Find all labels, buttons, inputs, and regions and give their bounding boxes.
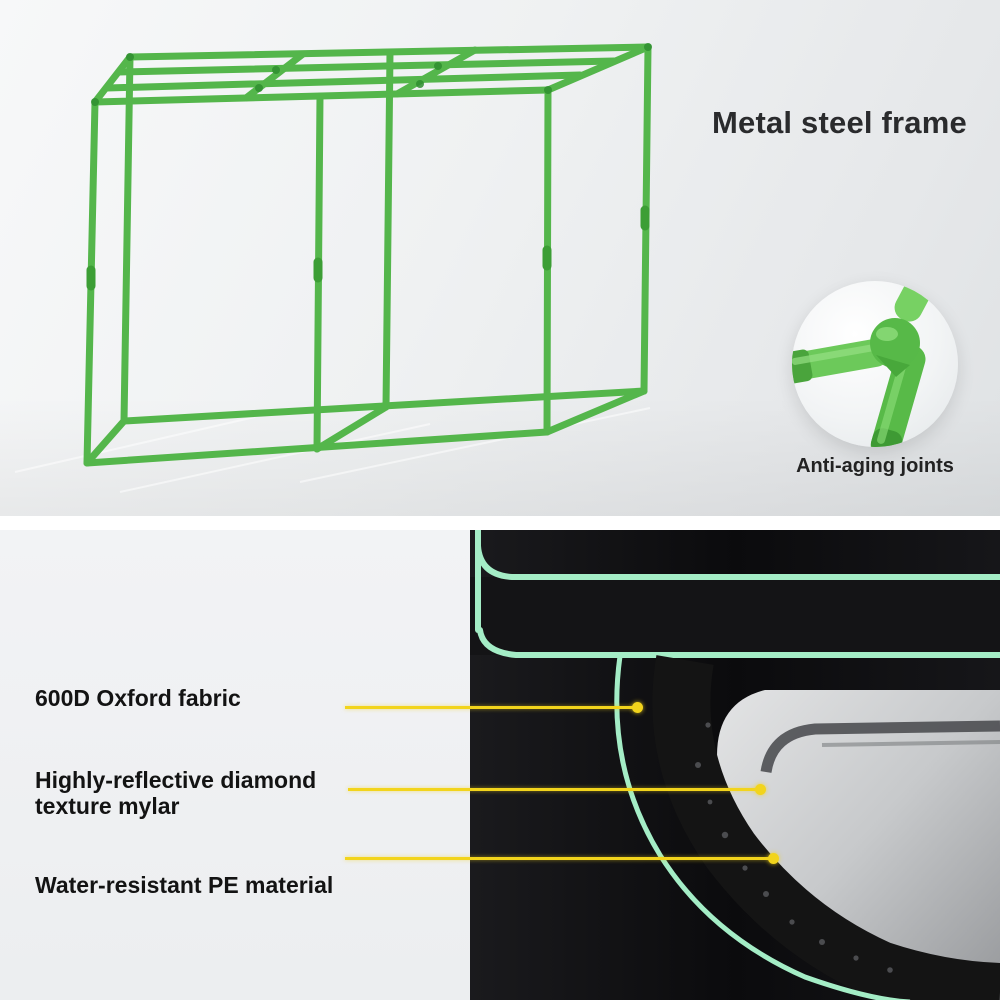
feature-label-oxford-fabric: 600D Oxford fabric	[35, 685, 241, 711]
metal-frame-illustration	[83, 43, 652, 467]
top-panel: Metal steel frame	[0, 0, 1000, 516]
leader-line-pe	[345, 853, 779, 864]
leader-line-mylar	[348, 784, 766, 795]
leader-dot-icon	[632, 702, 643, 713]
fabric-layers-photo	[470, 530, 1000, 1000]
joint-inset-photo	[792, 281, 958, 447]
feature-label-pe-material: Water-resistant PE material	[35, 872, 334, 898]
joint-connector-icon	[792, 281, 945, 447]
leader-line-oxford	[345, 702, 643, 713]
panel-divider	[0, 516, 1000, 530]
leader-dot-icon	[755, 784, 766, 795]
metal-frame-title: Metal steel frame	[712, 105, 967, 140]
bottom-panel: 600D Oxford fabric Highly-reflective dia…	[0, 530, 1000, 1000]
joint-inset-caption: Anti-aging joints	[796, 455, 954, 477]
feature-label-mylar: Highly-reflective diamond texture mylar	[35, 767, 317, 819]
leader-dot-icon	[768, 853, 779, 864]
